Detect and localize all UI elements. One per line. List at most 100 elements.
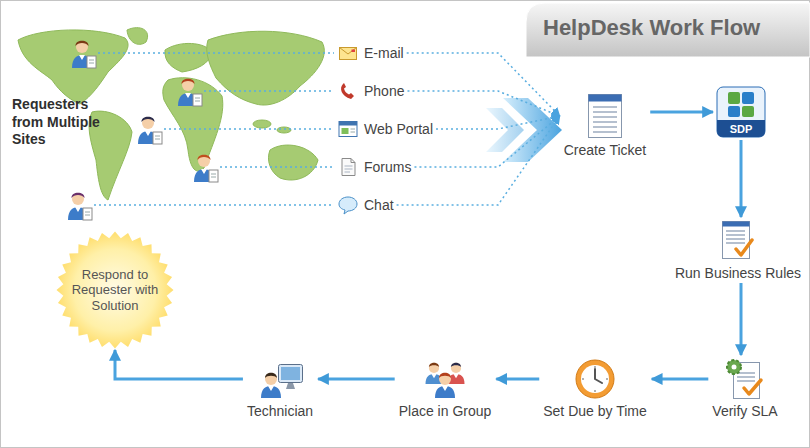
clock-hands (595, 369, 602, 383)
node-label: Web Portal (364, 121, 433, 137)
region-label: Requesters from Multiple Sites (12, 96, 120, 149)
envelope (340, 48, 357, 60)
node-label: Forums (364, 159, 411, 175)
page-line (737, 380, 755, 382)
channel-item: Forums (338, 157, 411, 177)
process-step: Technician (245, 358, 315, 419)
page-fold (351, 159, 355, 163)
clock-icon (574, 358, 616, 400)
person-collar (268, 386, 274, 391)
person-collar (431, 374, 436, 378)
node-label: Phone (364, 83, 404, 99)
node-label: Place in Group (399, 403, 492, 419)
person-collar (453, 374, 458, 378)
node-label: E-mail (364, 45, 404, 61)
person-hair (451, 363, 461, 367)
chat-bubble (339, 197, 357, 214)
requester-lines (94, 53, 334, 205)
clock-face (581, 365, 609, 393)
starburst-shape (57, 232, 174, 349)
flow-arrow (318, 378, 395, 381)
page-line (593, 126, 617, 128)
page-line (593, 116, 617, 118)
node-label: Respond to Requester with Solution (69, 267, 161, 314)
sdp-frame (717, 87, 765, 137)
page-line (726, 238, 745, 240)
browser-image (342, 128, 349, 134)
sdp-logo-part (742, 106, 754, 117)
flow-arrow (652, 378, 709, 381)
person-figure (261, 373, 281, 398)
group-icon (421, 358, 469, 400)
node-label: Verify SLA (712, 403, 777, 419)
node-label: Create Ticket (564, 142, 646, 158)
gear (727, 360, 741, 374)
requester-figures (68, 41, 218, 220)
monitor-screen (281, 367, 300, 380)
clock-rim (576, 360, 614, 398)
page-line (726, 234, 745, 236)
channel-item: Phone (338, 81, 404, 101)
sdp-band (717, 120, 765, 137)
person-head (429, 363, 439, 373)
title-tab (526, 3, 810, 57)
page-lines (345, 166, 353, 172)
channel-item: Chat (338, 195, 394, 215)
channel-item: E-mail (338, 43, 404, 63)
node-label: SDP (730, 121, 753, 138)
flow-arrow (115, 350, 243, 379)
browser-bar (339, 122, 357, 126)
page-line (593, 106, 617, 108)
tech-icon (256, 358, 304, 400)
process-step: Place in Group (397, 358, 494, 419)
sdp-logo-part (728, 106, 740, 117)
channel-connector (436, 116, 560, 129)
sdp-logo-part (742, 92, 754, 104)
forum-page (342, 159, 355, 176)
diagram-title: HelpDesk Work Flow (543, 15, 760, 41)
rules-page (723, 222, 750, 259)
rules-header (723, 222, 750, 227)
channel-connector (407, 53, 560, 116)
merge-chevron (486, 98, 562, 162)
ticket-header (588, 95, 621, 102)
chat-icon (338, 195, 358, 215)
person-hair (265, 373, 277, 378)
person-hair (439, 373, 451, 378)
gear-hub (732, 365, 737, 370)
page-line (726, 242, 745, 244)
node-label: Chat (364, 197, 394, 213)
process-step: Verify SLA (710, 358, 779, 419)
node-label: Technician (247, 403, 313, 419)
phone-icon (338, 81, 358, 101)
flow-arrow (740, 140, 743, 217)
sdp-logo: SDP (716, 86, 766, 138)
handset (341, 83, 354, 99)
ticket-page (588, 95, 621, 138)
process-step: Run Business Rules (673, 220, 803, 281)
flow-arrow (496, 378, 539, 381)
person-hair (429, 363, 439, 367)
page-line (726, 230, 745, 232)
person-body (435, 386, 455, 398)
node-label: Run Business Rules (675, 265, 801, 281)
person-body (261, 386, 281, 398)
page-line (593, 121, 617, 123)
page-line (593, 111, 617, 113)
sla-icon (725, 358, 765, 400)
person-head (265, 373, 277, 385)
check-mark (744, 380, 761, 394)
monitor (279, 365, 303, 383)
check-mark (736, 240, 752, 255)
page-line (737, 376, 755, 378)
result-starburst: Respond to Requester with Solution (56, 231, 174, 349)
forum-icon (338, 157, 358, 177)
person-collar (442, 386, 448, 391)
clock-ticks (582, 366, 608, 392)
doc-icon (587, 93, 623, 139)
channel-connector (407, 91, 559, 116)
stamp (352, 50, 356, 53)
